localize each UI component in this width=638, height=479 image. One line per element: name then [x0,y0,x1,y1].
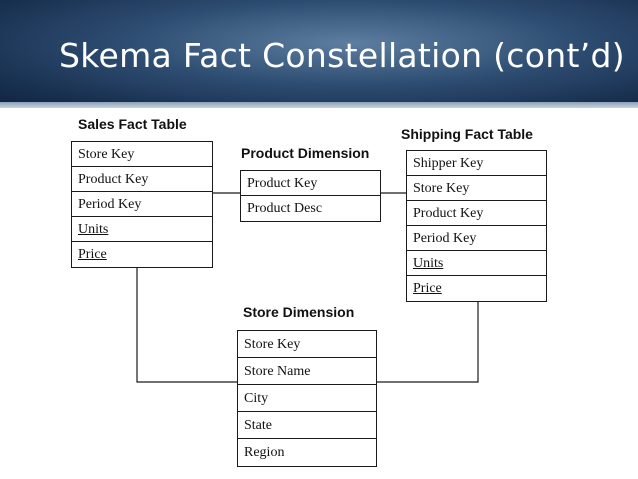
store-dimension-title: Store Dimension [243,304,355,320]
connector-store-shipping [376,302,479,383]
table-row: Period Key [72,192,212,217]
table-row: Product Key [407,201,546,226]
connector-sales-store [136,268,237,383]
table-row: Price [78,247,107,262]
table-row: Store Key [407,176,546,201]
product-dimension-table: Product Key Product Desc [240,170,381,222]
table-row: Price [413,281,442,296]
sales-fact-table: Store Key Product Key Period Key Units P… [71,141,213,268]
table-row: Store Key [72,142,212,167]
table-row: Units [407,251,546,276]
shipping-fact-table-title: Shipping Fact Table [401,126,533,142]
table-row: Period Key [407,226,546,251]
product-dimension-title: Product Dimension [241,145,370,161]
shipping-fact-table: Shipper Key Store Key Product Key Period… [406,150,547,302]
table-row: Units [72,217,212,242]
store-dimension-table: Store Key Store Name City State Region [237,330,377,467]
slide-title: Skema Fact Constellation (cont’d) [59,36,625,75]
table-row: Store Name [238,358,376,385]
table-row: Product Key [241,171,380,196]
table-row: State [238,412,376,439]
table-row: Region [244,445,285,460]
table-row: Product Key [72,167,212,192]
sales-fact-table-title: Sales Fact Table [78,116,187,132]
table-row: Shipper Key [407,151,546,176]
table-row: City [238,385,376,412]
table-row: Product Desc [247,201,323,216]
slide-header: Skema Fact Constellation (cont’d) [0,0,638,108]
table-row: Store Key [238,331,376,358]
